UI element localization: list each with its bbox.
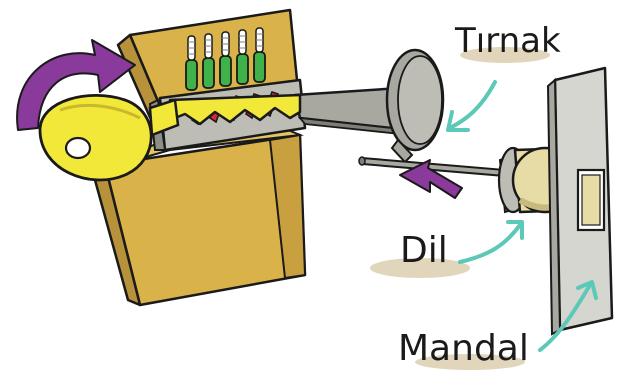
label-mandal: Mandal xyxy=(398,328,529,369)
label-tirnak: Tırnak xyxy=(454,21,561,61)
key-hole xyxy=(66,138,90,158)
key-bow xyxy=(40,95,151,180)
strike-plate xyxy=(548,68,612,334)
cam-disk xyxy=(387,50,443,162)
label-dil: Dil xyxy=(400,230,448,271)
dil-pointer-arrow xyxy=(460,222,522,262)
tirnak-pointer-arrow xyxy=(448,82,495,130)
